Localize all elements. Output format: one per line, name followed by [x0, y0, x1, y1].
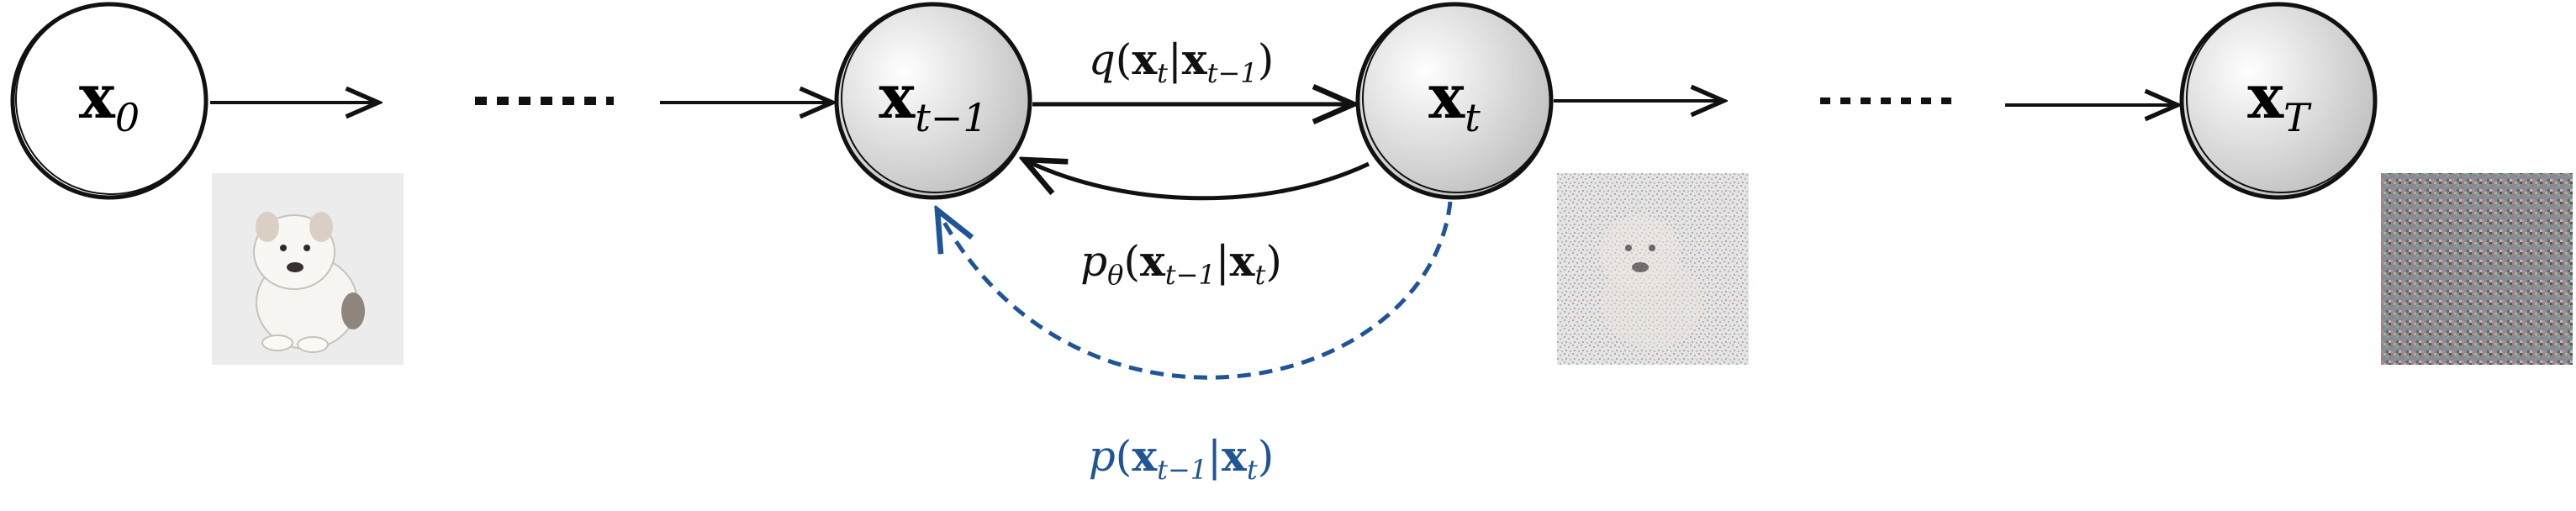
label-p-theta-reverse: pθ(xt−1|xt) [1080, 236, 1282, 291]
node-xt-symbol: x [1428, 61, 1465, 132]
arrow-true-reverse-p [937, 201, 1453, 380]
svg-text:xt−1: xt−1 [879, 61, 987, 140]
svg-text:x0: x0 [79, 61, 140, 140]
node-xt-minus-1-symbol: x [879, 61, 916, 132]
node-x0: x0 [10, 2, 209, 200]
noisy-dog-image [1557, 173, 1749, 365]
node-x0-subscript: 0 [115, 95, 140, 140]
svg-text:xT: xT [2247, 61, 2312, 140]
node-xt-minus-1: xt−1 [834, 2, 1032, 200]
node-xt: xt [1355, 2, 1554, 200]
node-xt-subscript: t [1465, 95, 1481, 140]
label-true-reverse-p: p(xt−1|xt) [1089, 431, 1274, 486]
clean-dog-image [212, 173, 404, 365]
pure-noise-image [2381, 173, 2573, 365]
svg-text:xt: xt [1428, 61, 1481, 140]
arrow-p-theta-reverse [1024, 160, 1370, 201]
label-q-forward: q(xt|xt−1) [1089, 34, 1274, 89]
node-xT-subscript: T [2283, 95, 2312, 140]
node-xt-minus-1-subscript: t−1 [915, 95, 987, 140]
node-x0-symbol: x [79, 61, 116, 132]
node-xT: xT [2179, 2, 2378, 200]
node-xT-symbol: x [2247, 61, 2284, 132]
